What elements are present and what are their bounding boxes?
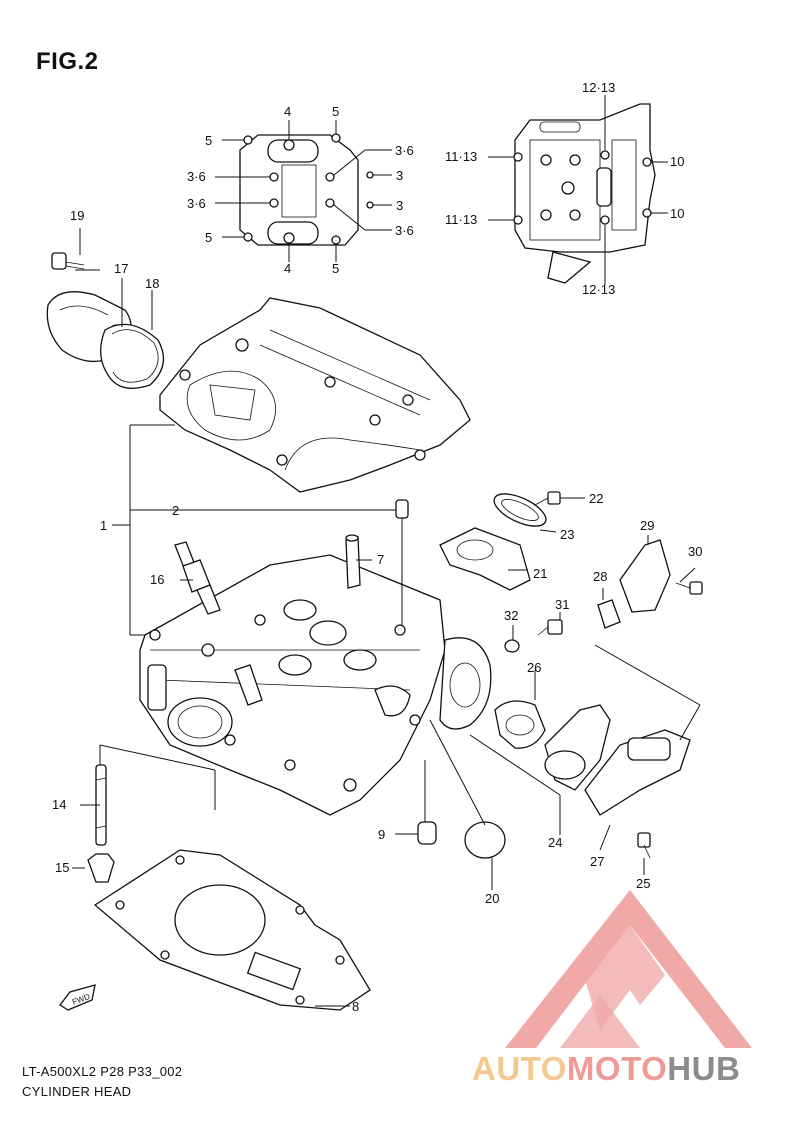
callout-27: 27 [590, 854, 604, 869]
callout-11-13-lower: 11·13 [445, 212, 477, 227]
callout-3-upper: 3 [396, 168, 403, 183]
callout-26: 26 [527, 660, 541, 675]
callout-3-6-upper-left: 3·6 [187, 169, 206, 184]
part-25-bolt [637, 832, 651, 859]
callout-9: 9 [378, 827, 385, 842]
callout-4-bottom: 4 [284, 261, 291, 276]
callout-12-13-bottom: 12·13 [582, 282, 615, 297]
part-24-thermostat-case [544, 704, 611, 791]
footer-part-code: LT-A500XL2 P28 P33_002 [22, 1064, 183, 1079]
callout-18: 18 [145, 276, 159, 291]
callout-28: 28 [593, 569, 607, 584]
part-15-nut [87, 853, 115, 883]
callout-11-13-upper: 11·13 [445, 149, 477, 164]
callout-24: 24 [548, 835, 562, 850]
part-31-sensor [537, 619, 563, 636]
watermark-part2: MOTO [566, 1050, 668, 1087]
part-21-intake-pipe [439, 527, 531, 591]
callout-10-lower: 10 [670, 206, 684, 221]
callout-5-bottom-right: 5 [332, 261, 339, 276]
figure-title: FIG.2 [36, 48, 99, 75]
callout-32: 32 [504, 608, 518, 623]
callout-2: 2 [172, 503, 179, 518]
callout-12-13-top: 12·13 [582, 80, 615, 95]
part-23-clamp [493, 493, 547, 527]
watermark-part3: HUB [667, 1050, 741, 1087]
part-22-bolt [534, 491, 561, 506]
callout-3-6-lower-left: 3·6 [187, 196, 206, 211]
part-19-bolt [51, 252, 85, 270]
part-20-plug [464, 821, 506, 859]
part-18-o-ring [100, 323, 165, 389]
forward-direction-arrow [59, 984, 96, 1011]
part-26-thermostat [494, 700, 546, 749]
part-32-washer [504, 639, 520, 653]
callout-22: 22 [589, 491, 603, 506]
callout-23: 23 [560, 527, 574, 542]
watermark-part1: AUTO [472, 1050, 567, 1087]
footer-section-name: CYLINDER HEAD [22, 1084, 132, 1099]
callout-30: 30 [688, 544, 702, 559]
callout-1: 1 [100, 518, 107, 533]
part-8-head-gasket [93, 849, 371, 1011]
watermark-logo [505, 890, 752, 1048]
part-16-spark-plug [174, 541, 221, 615]
part-30-bolt [675, 581, 703, 595]
callout-5-top-left: 5 [205, 133, 212, 148]
callout-8: 8 [352, 999, 359, 1014]
assembly-leader-lines [72, 228, 701, 1007]
callout-5-bottom-left: 5 [205, 230, 212, 245]
part-9-dowel [417, 821, 437, 845]
callout-10-upper: 10 [670, 154, 684, 169]
cylinder-head [139, 554, 492, 816]
callout-25: 25 [636, 876, 650, 891]
callout-19: 19 [70, 208, 84, 223]
part-28-grommet [597, 599, 621, 629]
callout-labels: 1 2 4 4 5 5 5 5 3·6 3·6 3·6 3·6 3 3 12·1… [52, 80, 702, 1014]
cylinder-head-cover [159, 297, 471, 493]
callout-17: 17 [114, 261, 128, 276]
callout-15: 15 [55, 860, 69, 875]
part-27-cap [584, 729, 691, 816]
part-7-guide [345, 534, 361, 589]
bolt-pattern-detail-right [488, 95, 668, 285]
callout-21: 21 [533, 566, 547, 581]
callout-31: 31 [555, 597, 569, 612]
callout-3-6-upper-right: 3·6 [395, 143, 414, 158]
part-2-dowel [395, 499, 409, 519]
callout-29: 29 [640, 518, 654, 533]
callout-3-6-lower-right: 3·6 [395, 223, 414, 238]
part-29-bracket [619, 539, 671, 613]
callout-4-top: 4 [284, 104, 291, 119]
callout-16: 16 [150, 572, 164, 587]
callout-5-top-right: 5 [332, 104, 339, 119]
callout-14: 14 [52, 797, 66, 812]
callout-20: 20 [485, 891, 499, 906]
callout-7: 7 [377, 552, 384, 567]
bolt-pattern-detail-left [215, 120, 392, 262]
callout-3-lower: 3 [396, 198, 403, 213]
watermark-brand: AUTOMOTOHUB [472, 1050, 740, 1088]
